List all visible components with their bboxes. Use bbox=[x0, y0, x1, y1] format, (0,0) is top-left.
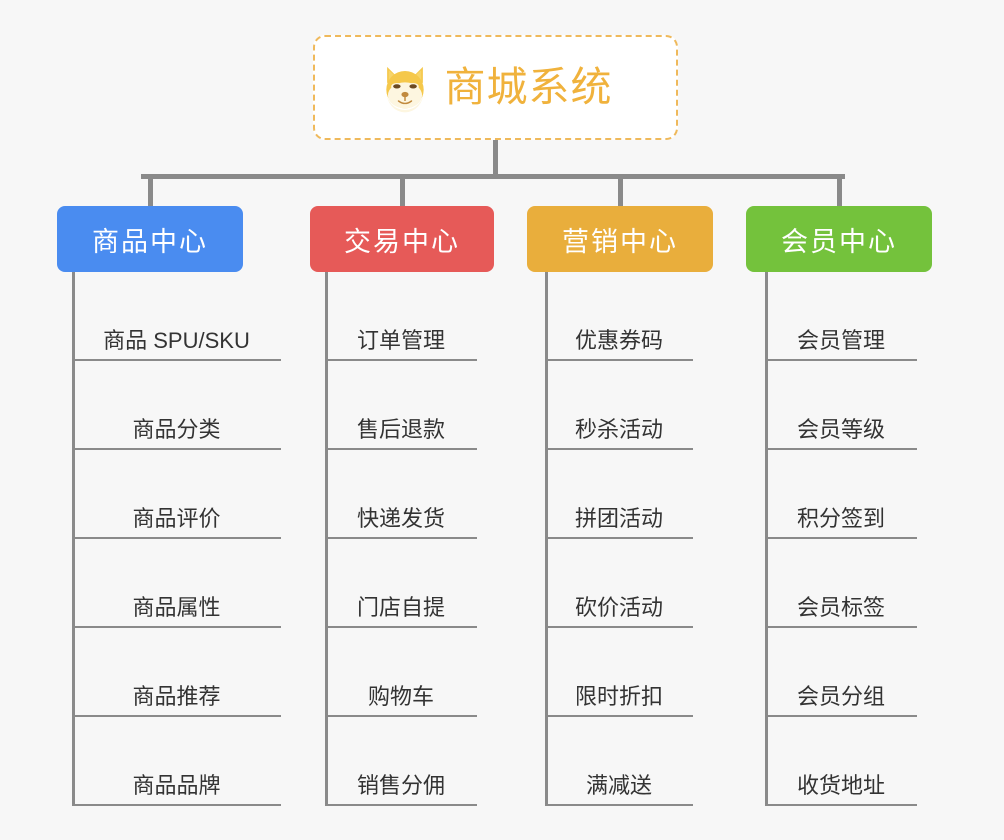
leaf-item-label: 满减送 bbox=[585, 772, 652, 798]
leaf-spine bbox=[765, 272, 768, 806]
leaf-item[interactable]: 秒杀活动 bbox=[545, 361, 693, 450]
leaf-item[interactable]: 满减送 bbox=[545, 717, 693, 806]
leaf-item-label: 销售分佣 bbox=[356, 772, 445, 798]
leaf-item-label: 购物车 bbox=[367, 683, 434, 709]
category-node-1[interactable]: 商品中心 bbox=[57, 206, 243, 272]
root-title: 商城系统 bbox=[444, 64, 613, 110]
leaf-item-label: 售后退款 bbox=[356, 416, 445, 442]
leaf-item[interactable]: 订单管理 bbox=[325, 272, 477, 361]
leaf-item-label: 会员等级 bbox=[796, 416, 885, 442]
category-label: 商品中心 bbox=[92, 226, 208, 257]
leaf-column-2: 订单管理售后退款快递发货门店自提购物车销售分佣 bbox=[325, 272, 477, 806]
leaf-item-label: 门店自提 bbox=[356, 594, 445, 620]
leaf-item-label: 优惠券码 bbox=[574, 327, 663, 353]
leaf-item[interactable]: 收货地址 bbox=[765, 717, 917, 806]
leaf-item-label: 会员管理 bbox=[796, 327, 885, 353]
leaf-item-label: 商品推荐 bbox=[132, 683, 221, 709]
leaf-item-label: 秒杀活动 bbox=[574, 416, 663, 442]
leaf-item[interactable]: 商品属性 bbox=[72, 539, 281, 628]
leaf-item[interactable]: 商品品牌 bbox=[72, 717, 281, 806]
leaf-item[interactable]: 积分签到 bbox=[765, 450, 917, 539]
leaf-item[interactable]: 快递发货 bbox=[325, 450, 477, 539]
leaf-item-label: 商品属性 bbox=[132, 594, 221, 620]
leaf-spine bbox=[545, 272, 548, 806]
leaf-item-label: 会员标签 bbox=[796, 594, 885, 620]
branch-drop-connector-1 bbox=[147, 174, 153, 206]
leaf-item-label: 砍价活动 bbox=[574, 594, 663, 620]
leaf-spine bbox=[72, 272, 75, 806]
leaf-column-1: 商品 SPU/SKU 商品分类商品评价商品属性商品推荐商品品牌 bbox=[72, 272, 281, 806]
leaf-item-label: 商品分类 bbox=[132, 416, 221, 442]
leaf-item[interactable]: 砍价活动 bbox=[545, 539, 693, 628]
leaf-item-label: 拼团活动 bbox=[574, 505, 663, 531]
leaf-item-label: 商品评价 bbox=[132, 505, 221, 531]
leaf-item-label: 会员分组 bbox=[796, 683, 885, 709]
leaf-item[interactable]: 会员分组 bbox=[765, 628, 917, 717]
root-node[interactable]: 商城系统 bbox=[313, 35, 678, 140]
leaf-item[interactable]: 会员管理 bbox=[765, 272, 917, 361]
category-node-3[interactable]: 营销中心 bbox=[527, 206, 713, 272]
leaf-column-4: 会员管理会员等级积分签到会员标签会员分组收货地址 bbox=[765, 272, 917, 806]
leaf-spine bbox=[325, 272, 328, 806]
leaf-item[interactable]: 会员等级 bbox=[765, 361, 917, 450]
category-node-2[interactable]: 交易中心 bbox=[310, 206, 494, 272]
leaf-item[interactable]: 会员标签 bbox=[765, 539, 917, 628]
branch-drop-connector-4 bbox=[836, 174, 842, 206]
leaf-item[interactable]: 门店自提 bbox=[325, 539, 477, 628]
leaf-item[interactable]: 商品评价 bbox=[72, 450, 281, 539]
leaf-item-label: 收货地址 bbox=[796, 772, 885, 798]
leaf-item-label: 快递发货 bbox=[356, 505, 445, 531]
category-label: 营销中心 bbox=[562, 226, 678, 257]
leaf-item-label: 商品 SPU/SKU bbox=[103, 327, 250, 353]
leaf-item[interactable]: 销售分佣 bbox=[325, 717, 477, 806]
leaf-column-3: 优惠券码秒杀活动拼团活动砍价活动限时折扣满减送 bbox=[545, 272, 693, 806]
root-stem-connector bbox=[493, 140, 498, 178]
category-label: 会员中心 bbox=[781, 226, 897, 257]
leaf-item-label: 限时折扣 bbox=[574, 683, 663, 709]
leaf-item[interactable]: 售后退款 bbox=[325, 361, 477, 450]
category-node-4[interactable]: 会员中心 bbox=[746, 206, 932, 272]
leaf-item-label: 商品品牌 bbox=[132, 772, 221, 798]
branch-drop-connector-3 bbox=[617, 174, 623, 206]
leaf-item-label: 积分签到 bbox=[796, 505, 885, 531]
leaf-item[interactable]: 优惠券码 bbox=[545, 272, 693, 361]
leaf-item[interactable]: 购物车 bbox=[325, 628, 477, 717]
leaf-item[interactable]: 商品推荐 bbox=[72, 628, 281, 717]
leaf-item[interactable]: 商品 SPU/SKU bbox=[72, 272, 281, 361]
leaf-item[interactable]: 拼团活动 bbox=[545, 450, 693, 539]
leaf-item[interactable]: 限时折扣 bbox=[545, 628, 693, 717]
leaf-item[interactable]: 商品分类 bbox=[72, 361, 281, 450]
shiba-dog-icon bbox=[385, 66, 424, 112]
category-label: 交易中心 bbox=[344, 226, 460, 257]
leaf-item-label: 订单管理 bbox=[356, 327, 445, 353]
main-horizontal-connector bbox=[141, 174, 845, 179]
branch-drop-connector-2 bbox=[399, 174, 405, 206]
